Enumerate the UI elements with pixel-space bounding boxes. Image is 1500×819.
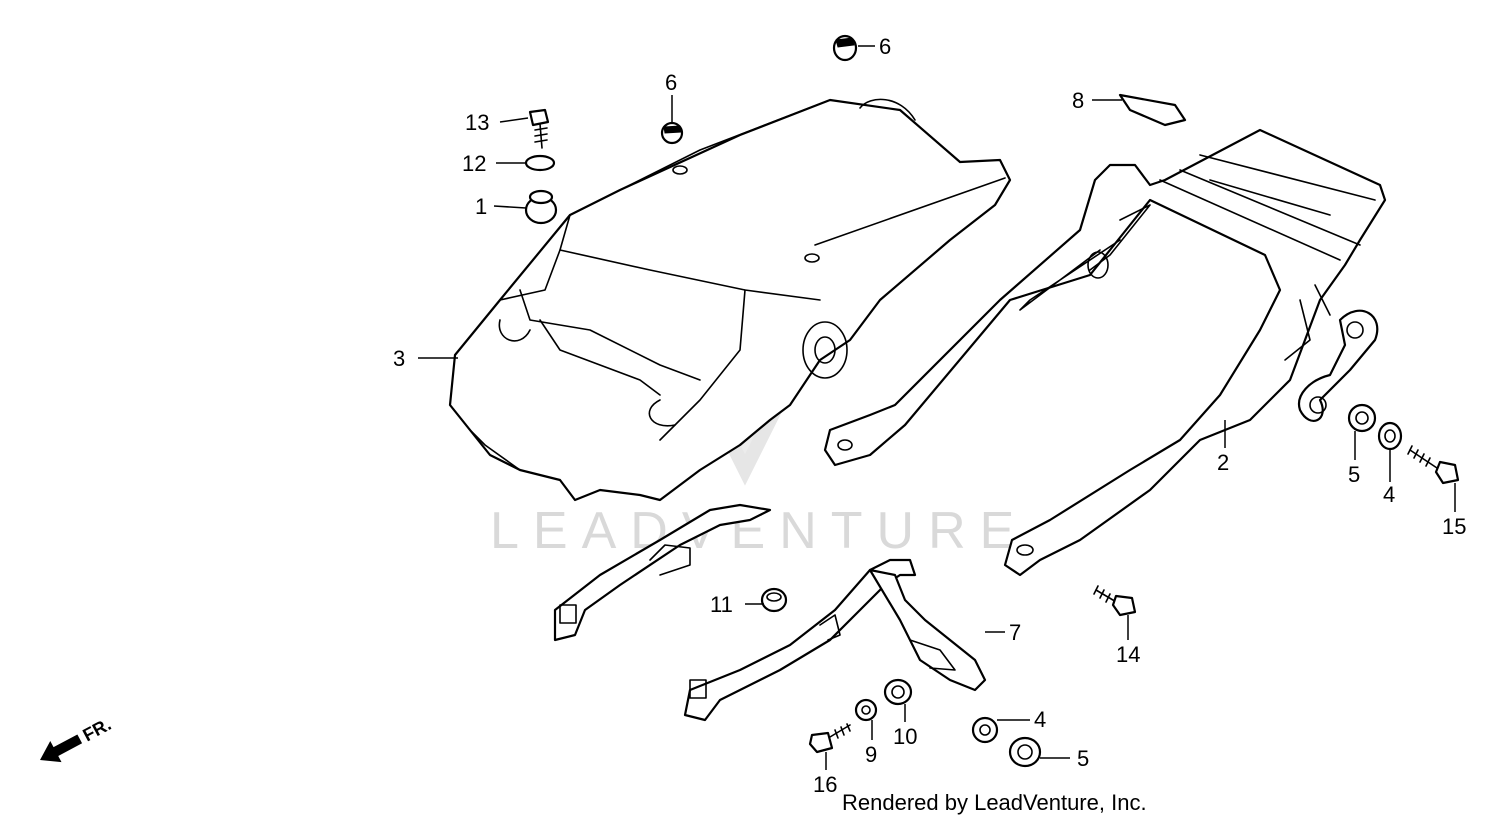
nut-10	[883, 678, 913, 706]
callout-4-bottom: 4	[1034, 707, 1046, 732]
front-arrow-icon	[40, 734, 83, 763]
bolt-16	[808, 723, 851, 754]
bolt-15	[1407, 445, 1460, 485]
grab-rail	[553, 503, 987, 722]
callout-1: 1	[475, 194, 487, 219]
callout-6-fender: 6	[665, 70, 677, 95]
nut-11	[760, 587, 788, 613]
callout-3: 3	[393, 346, 405, 371]
footer-credit: Rendered by LeadVenture, Inc.	[842, 790, 1147, 815]
callout-15: 15	[1442, 514, 1466, 539]
rear-carrier	[823, 128, 1387, 577]
nut-5b	[1008, 736, 1042, 768]
callout-2: 2	[1217, 450, 1229, 475]
carrier-side-plate	[1297, 309, 1379, 422]
callout-13: 13	[465, 110, 489, 135]
callout-5-bottom: 5	[1077, 746, 1089, 771]
nut-6a	[832, 34, 858, 62]
callout-16: 16	[813, 772, 837, 797]
collar-4b	[971, 716, 999, 744]
callout-6-top: 6	[879, 34, 891, 59]
callout-7: 7	[1009, 620, 1021, 645]
callout-8: 8	[1072, 88, 1084, 113]
bolt-13	[528, 108, 550, 149]
rear-fender	[448, 98, 1012, 502]
callout-14: 14	[1116, 642, 1140, 667]
callout-9: 9	[865, 742, 877, 767]
front-direction-indicator: FR.	[40, 714, 114, 763]
callout-12: 12	[462, 151, 486, 176]
leader-lines	[418, 45, 1456, 770]
collar-4a	[1377, 421, 1403, 451]
callouts: 13 12 1 3 6 6 8 2 5 4 15 14 11 7 4 5 9 1…	[393, 34, 1466, 797]
bolt-14	[1093, 585, 1137, 617]
callout-11: 11	[710, 592, 733, 617]
front-label: FR.	[79, 714, 114, 745]
nut-5a	[1347, 403, 1377, 433]
washer-12	[524, 154, 556, 172]
grommet-1	[524, 189, 558, 225]
part-8-tape	[1118, 93, 1187, 127]
callout-4-right: 4	[1383, 482, 1395, 507]
callout-10: 10	[893, 724, 917, 749]
nut-6b	[660, 121, 684, 145]
callout-5-right: 5	[1348, 462, 1360, 487]
washer-9	[854, 698, 878, 722]
